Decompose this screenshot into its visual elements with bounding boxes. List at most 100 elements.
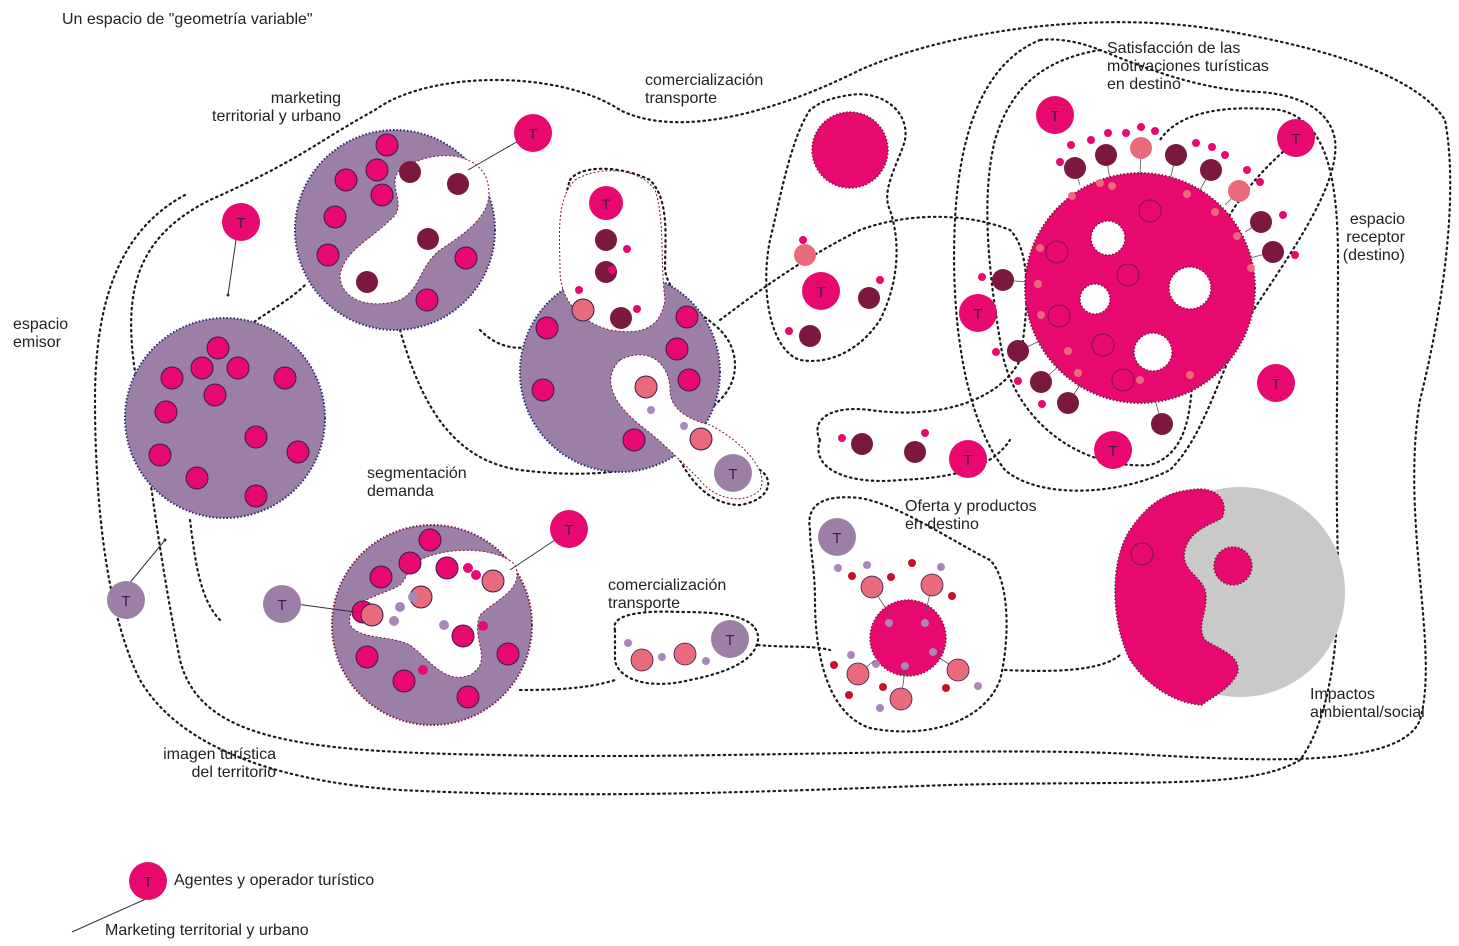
agent-t-label: T bbox=[121, 593, 130, 610]
salmon-dot bbox=[689, 427, 713, 451]
pink-dot bbox=[1036, 244, 1044, 252]
purple-small-dot bbox=[885, 619, 893, 627]
segmentation-dot bbox=[398, 551, 422, 575]
marketing-dot bbox=[316, 243, 340, 267]
label-line: comercialización bbox=[645, 72, 764, 89]
small-dot bbox=[1137, 123, 1145, 131]
small-dot bbox=[1192, 139, 1200, 147]
salmon-dot bbox=[1130, 137, 1152, 159]
maroon-dot bbox=[1095, 144, 1117, 166]
segmentation-dot bbox=[392, 669, 416, 693]
pointer-line bbox=[295, 603, 356, 613]
label-offer: Oferta y productos en destino bbox=[905, 498, 1037, 534]
emisor-bottom-link bbox=[188, 518, 222, 622]
salmon-dot bbox=[794, 244, 816, 266]
emisor-to-marketing-link bbox=[248, 283, 307, 327]
maroon-dot bbox=[1262, 241, 1284, 263]
pointer-tip bbox=[226, 293, 230, 297]
ring bbox=[1116, 263, 1140, 287]
purple-small-dot bbox=[408, 592, 418, 602]
small-dot bbox=[799, 236, 807, 244]
small-dot bbox=[1291, 251, 1299, 259]
emisor-dots bbox=[148, 336, 310, 508]
agent-t-label: T bbox=[236, 215, 245, 232]
middle-dots bbox=[531, 305, 701, 452]
salmon-dot bbox=[946, 658, 970, 682]
destination-hole bbox=[1168, 266, 1212, 310]
label-line: demanda bbox=[367, 483, 434, 500]
salmon-dot bbox=[360, 603, 384, 627]
agent-t-label: T bbox=[528, 126, 537, 143]
maroon-dot bbox=[1250, 211, 1272, 233]
satellite-salmon bbox=[1130, 137, 1250, 202]
pink-dot bbox=[1037, 311, 1045, 319]
offer-outline bbox=[808, 496, 1008, 733]
impacts-magenta-shape bbox=[1114, 488, 1239, 706]
segmentation-dot bbox=[435, 556, 459, 580]
salmon-dot bbox=[630, 648, 654, 672]
maroon-dot bbox=[1030, 371, 1052, 393]
small-dot bbox=[633, 305, 641, 313]
label-marketing: marketing territorial y urbano bbox=[180, 90, 341, 126]
label-line: espacio bbox=[1349, 211, 1405, 228]
maroon-dot bbox=[1057, 392, 1079, 414]
middle-dot bbox=[665, 337, 689, 361]
label-line: espacio bbox=[13, 316, 69, 333]
pink-dot bbox=[1074, 369, 1082, 377]
middle-dot bbox=[675, 305, 699, 329]
maroon-dot bbox=[1165, 144, 1187, 166]
maroon-dot bbox=[356, 271, 378, 293]
marketing-maroon-dots bbox=[356, 161, 469, 293]
ring bbox=[1111, 368, 1135, 392]
segmentation-dot bbox=[451, 624, 475, 648]
pointer-line bbox=[467, 139, 521, 171]
purple-small-dot bbox=[876, 704, 884, 712]
destination-hole bbox=[1079, 283, 1111, 315]
small-dot bbox=[1038, 400, 1046, 408]
purple-small-dot bbox=[847, 651, 855, 659]
small-dot bbox=[1014, 377, 1022, 385]
pointer-line bbox=[127, 539, 166, 586]
emisor-dot bbox=[244, 425, 268, 449]
marketing-dot bbox=[375, 133, 399, 157]
segmentation-dot bbox=[355, 645, 379, 669]
red-dot bbox=[845, 691, 853, 699]
purple-small-dot bbox=[901, 662, 909, 670]
purple-small-dot bbox=[702, 657, 710, 665]
legend-agents-label: Agentes y operador turístico bbox=[174, 872, 375, 889]
maroon-dot bbox=[595, 229, 617, 251]
salmon-dot bbox=[889, 687, 913, 711]
label-line: del territorio bbox=[191, 764, 276, 781]
emisor-space-outline bbox=[93, 107, 1340, 796]
ring bbox=[1045, 240, 1069, 264]
maroon-dot bbox=[1007, 340, 1029, 362]
label-line: Impactos bbox=[1310, 686, 1375, 703]
agent-marker: T bbox=[550, 510, 588, 548]
emisor-dot bbox=[154, 400, 178, 424]
destination-hole bbox=[1133, 332, 1173, 372]
label-image: imagen turística del territorio bbox=[120, 746, 276, 782]
label-line: imagen turística bbox=[163, 746, 276, 763]
agent-marker: T bbox=[802, 272, 840, 310]
salmon-dot bbox=[634, 375, 658, 399]
agent-marker: T bbox=[589, 186, 623, 220]
red-dot bbox=[830, 661, 838, 669]
middle-dot bbox=[535, 316, 559, 340]
small-dot bbox=[838, 434, 846, 442]
small-dot bbox=[471, 570, 481, 580]
agent-t-label: T bbox=[963, 452, 972, 469]
ring bbox=[1130, 542, 1154, 566]
small-dot bbox=[921, 429, 929, 437]
ring bbox=[1138, 199, 1162, 223]
emisor-dot bbox=[273, 366, 297, 390]
transport-to-offer-link bbox=[756, 643, 832, 652]
label-line: segmentación bbox=[367, 465, 467, 482]
emisor-dot bbox=[203, 383, 227, 407]
middle-cutout-top bbox=[558, 170, 666, 333]
pointer-tip bbox=[163, 538, 167, 542]
red-dot bbox=[879, 683, 887, 691]
label-line: motivaciones turísticas bbox=[1107, 58, 1269, 75]
pointer-lines bbox=[71, 139, 556, 933]
label-impacts: Impactos ambiental/social bbox=[1310, 686, 1425, 722]
